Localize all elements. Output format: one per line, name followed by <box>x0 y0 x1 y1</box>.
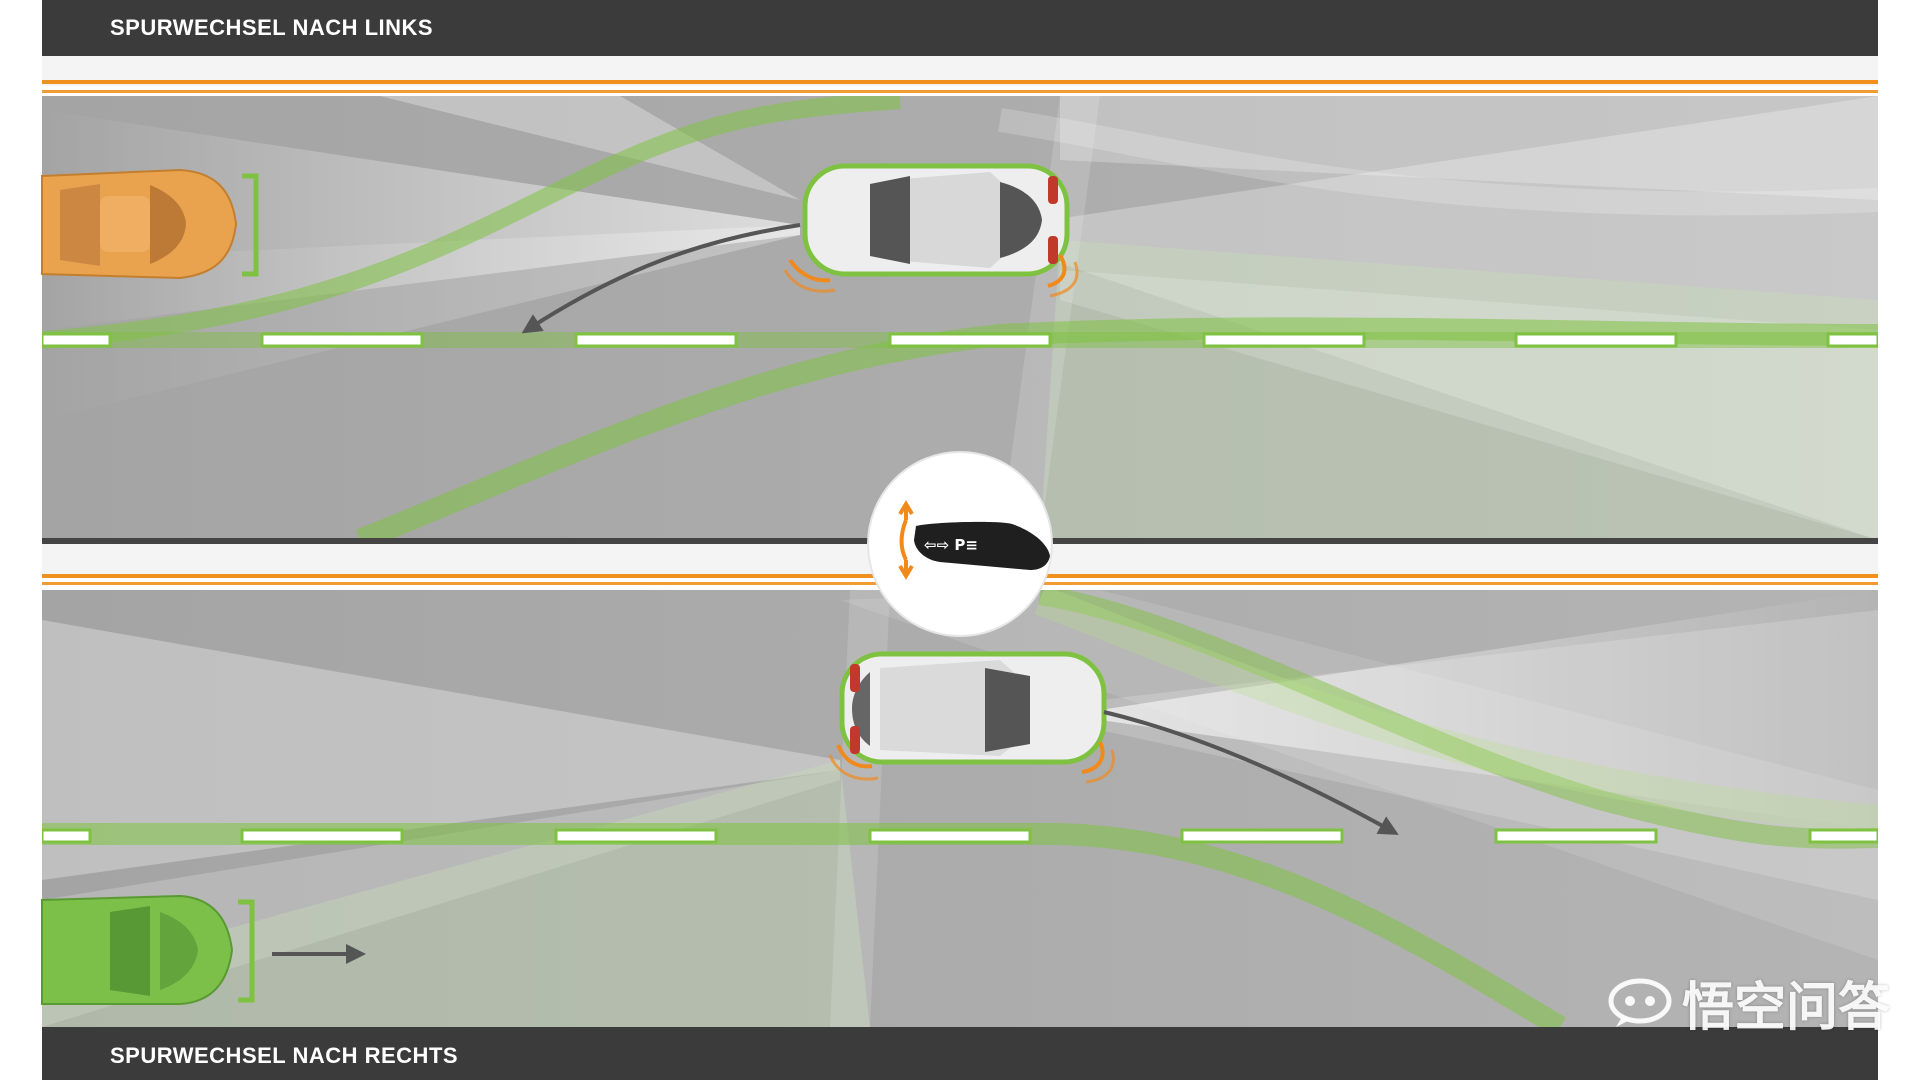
lane-change-left-arrow <box>521 223 801 334</box>
header-bar: SPURWECHSEL NACH LINKS <box>42 0 1878 56</box>
top-lane-dashes <box>42 332 1878 348</box>
lane-change-right-arrow <box>1103 710 1399 835</box>
watermark: 悟空问答 <box>1608 965 1890 1040</box>
watermark-text: 悟空问答 <box>1681 978 1890 1038</box>
speech-bubble-logo-icon <box>1608 978 1672 1027</box>
footer-bar: SPURWECHSEL NACH RECHTS <box>42 1027 1878 1080</box>
ego-car-bottom <box>828 651 1115 784</box>
top-boundary-line <box>42 80 1878 84</box>
green-car <box>41 894 366 1005</box>
orange-car <box>41 168 259 280</box>
lever-label: ⇦⇨ P≡ <box>924 536 978 554</box>
section-title-top: SPURWECHSEL NACH LINKS <box>110 15 434 40</box>
turn-signal-lever-icon: ⇦⇨ P≡ <box>867 451 1053 637</box>
bottom-road <box>41 574 1878 1027</box>
bottom-lane-dashes <box>42 828 1878 844</box>
ego-car-top <box>783 163 1079 298</box>
section-title-bottom: SPURWECHSEL NACH RECHTS <box>110 1043 459 1068</box>
